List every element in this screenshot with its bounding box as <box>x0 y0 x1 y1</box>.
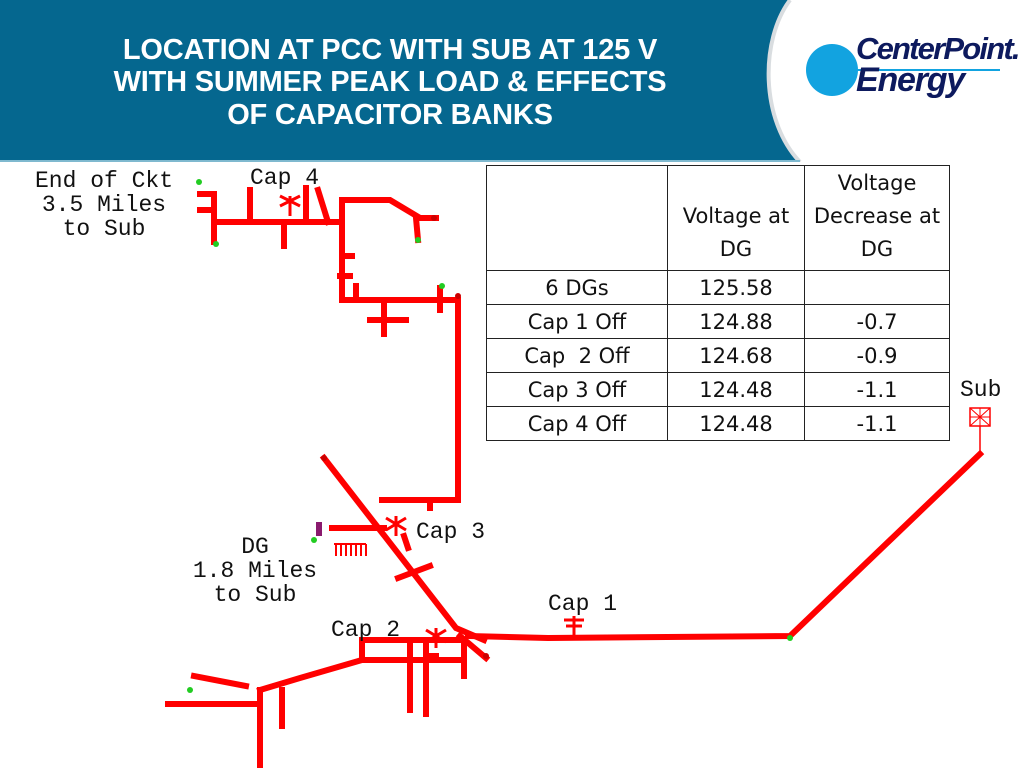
table-row: Cap 1 Off 124.88 -0.7 <box>486 304 950 339</box>
cap2-label: Cap 2 <box>331 617 401 643</box>
capacitor-symbols <box>279 194 584 648</box>
table-cell: -0.9 <box>804 338 950 373</box>
dg-symbol <box>316 522 367 556</box>
table-cell: 124.68 <box>667 338 805 373</box>
table-header-row: Voltage at DG Voltage Decrease at DG <box>486 165 950 271</box>
table-cell: Cap 2 Off <box>486 338 668 373</box>
table-cell: -1.1 <box>804 372 950 407</box>
dg-label: DG 1.8 Miles to Sub <box>192 534 318 608</box>
capacitor-effects-table: Voltage at DG Voltage Decrease at DG 6 D… <box>486 165 950 441</box>
sub-label: Sub <box>960 377 1002 403</box>
table-row: 6 DGs 125.58 <box>486 270 950 305</box>
cap1-label: Cap 1 <box>548 591 618 617</box>
logo-text-line1: CenterPoint. <box>856 31 1020 66</box>
slide-title: LOCATION AT PCC WITH SUB AT 125 V WITH S… <box>113 34 667 131</box>
table-cell: Cap 4 Off <box>486 406 668 441</box>
table-cell: 6 DGs <box>486 270 668 305</box>
table-header-cell: Voltage at DG <box>667 165 805 271</box>
table-cell: 124.88 <box>667 304 805 339</box>
table-cell: -1.1 <box>804 406 950 441</box>
centerpoint-logo: CenterPoint. Energy <box>856 31 1020 100</box>
table-header-cell: Voltage Decrease at DG <box>804 165 950 271</box>
table-cell <box>804 270 950 305</box>
substation-symbol <box>969 407 991 456</box>
slide-header: LOCATION AT PCC WITH SUB AT 125 V WITH S… <box>0 0 1024 162</box>
cap3-label: Cap 3 <box>416 519 486 545</box>
table-cell: 124.48 <box>667 372 805 407</box>
table-cell: 125.58 <box>667 270 805 305</box>
circuit-diagram <box>165 179 991 768</box>
table-row: Cap 4 Off 124.48 -1.1 <box>486 406 950 441</box>
table-header-cell <box>486 165 668 271</box>
logo-text-line2: Energy <box>856 61 965 100</box>
table-row: Cap 3 Off 124.48 -1.1 <box>486 372 950 407</box>
feeder-lines <box>165 185 985 768</box>
table-cell: Cap 3 Off <box>486 372 668 407</box>
table-row: Cap 2 Off 124.68 -0.9 <box>486 338 950 373</box>
table-cell: 124.48 <box>667 406 805 441</box>
cap4-label: Cap 4 <box>250 165 320 191</box>
table-cell: Cap 1 Off <box>486 304 668 339</box>
end-of-circuit-label: End of Ckt 3.5 Miles to Sub <box>34 168 174 242</box>
header-background <box>0 0 1024 162</box>
header-blue-panel <box>0 0 800 162</box>
table-cell: -0.7 <box>804 304 950 339</box>
node-markers <box>187 179 793 693</box>
